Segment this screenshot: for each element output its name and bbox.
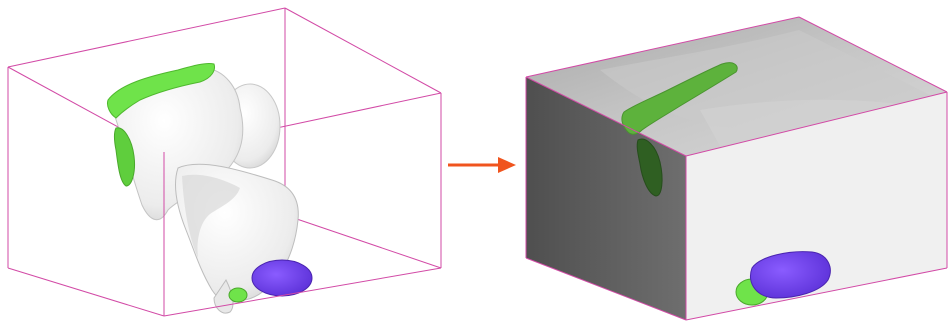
right-panel xyxy=(525,16,948,321)
block-front-face xyxy=(686,92,947,320)
left-panel xyxy=(7,7,442,317)
block-side-face xyxy=(526,77,686,320)
green-vein-side xyxy=(636,138,663,197)
green-region-bottom xyxy=(228,287,248,303)
green-region-side xyxy=(114,127,135,187)
green-region-top xyxy=(107,63,215,119)
purple-region-block xyxy=(750,251,831,299)
purple-region xyxy=(251,259,313,297)
right-box-edges xyxy=(525,16,948,321)
transition-arrow xyxy=(448,157,516,173)
green-vein-top xyxy=(621,62,738,135)
left-box-front-edges xyxy=(7,67,442,317)
